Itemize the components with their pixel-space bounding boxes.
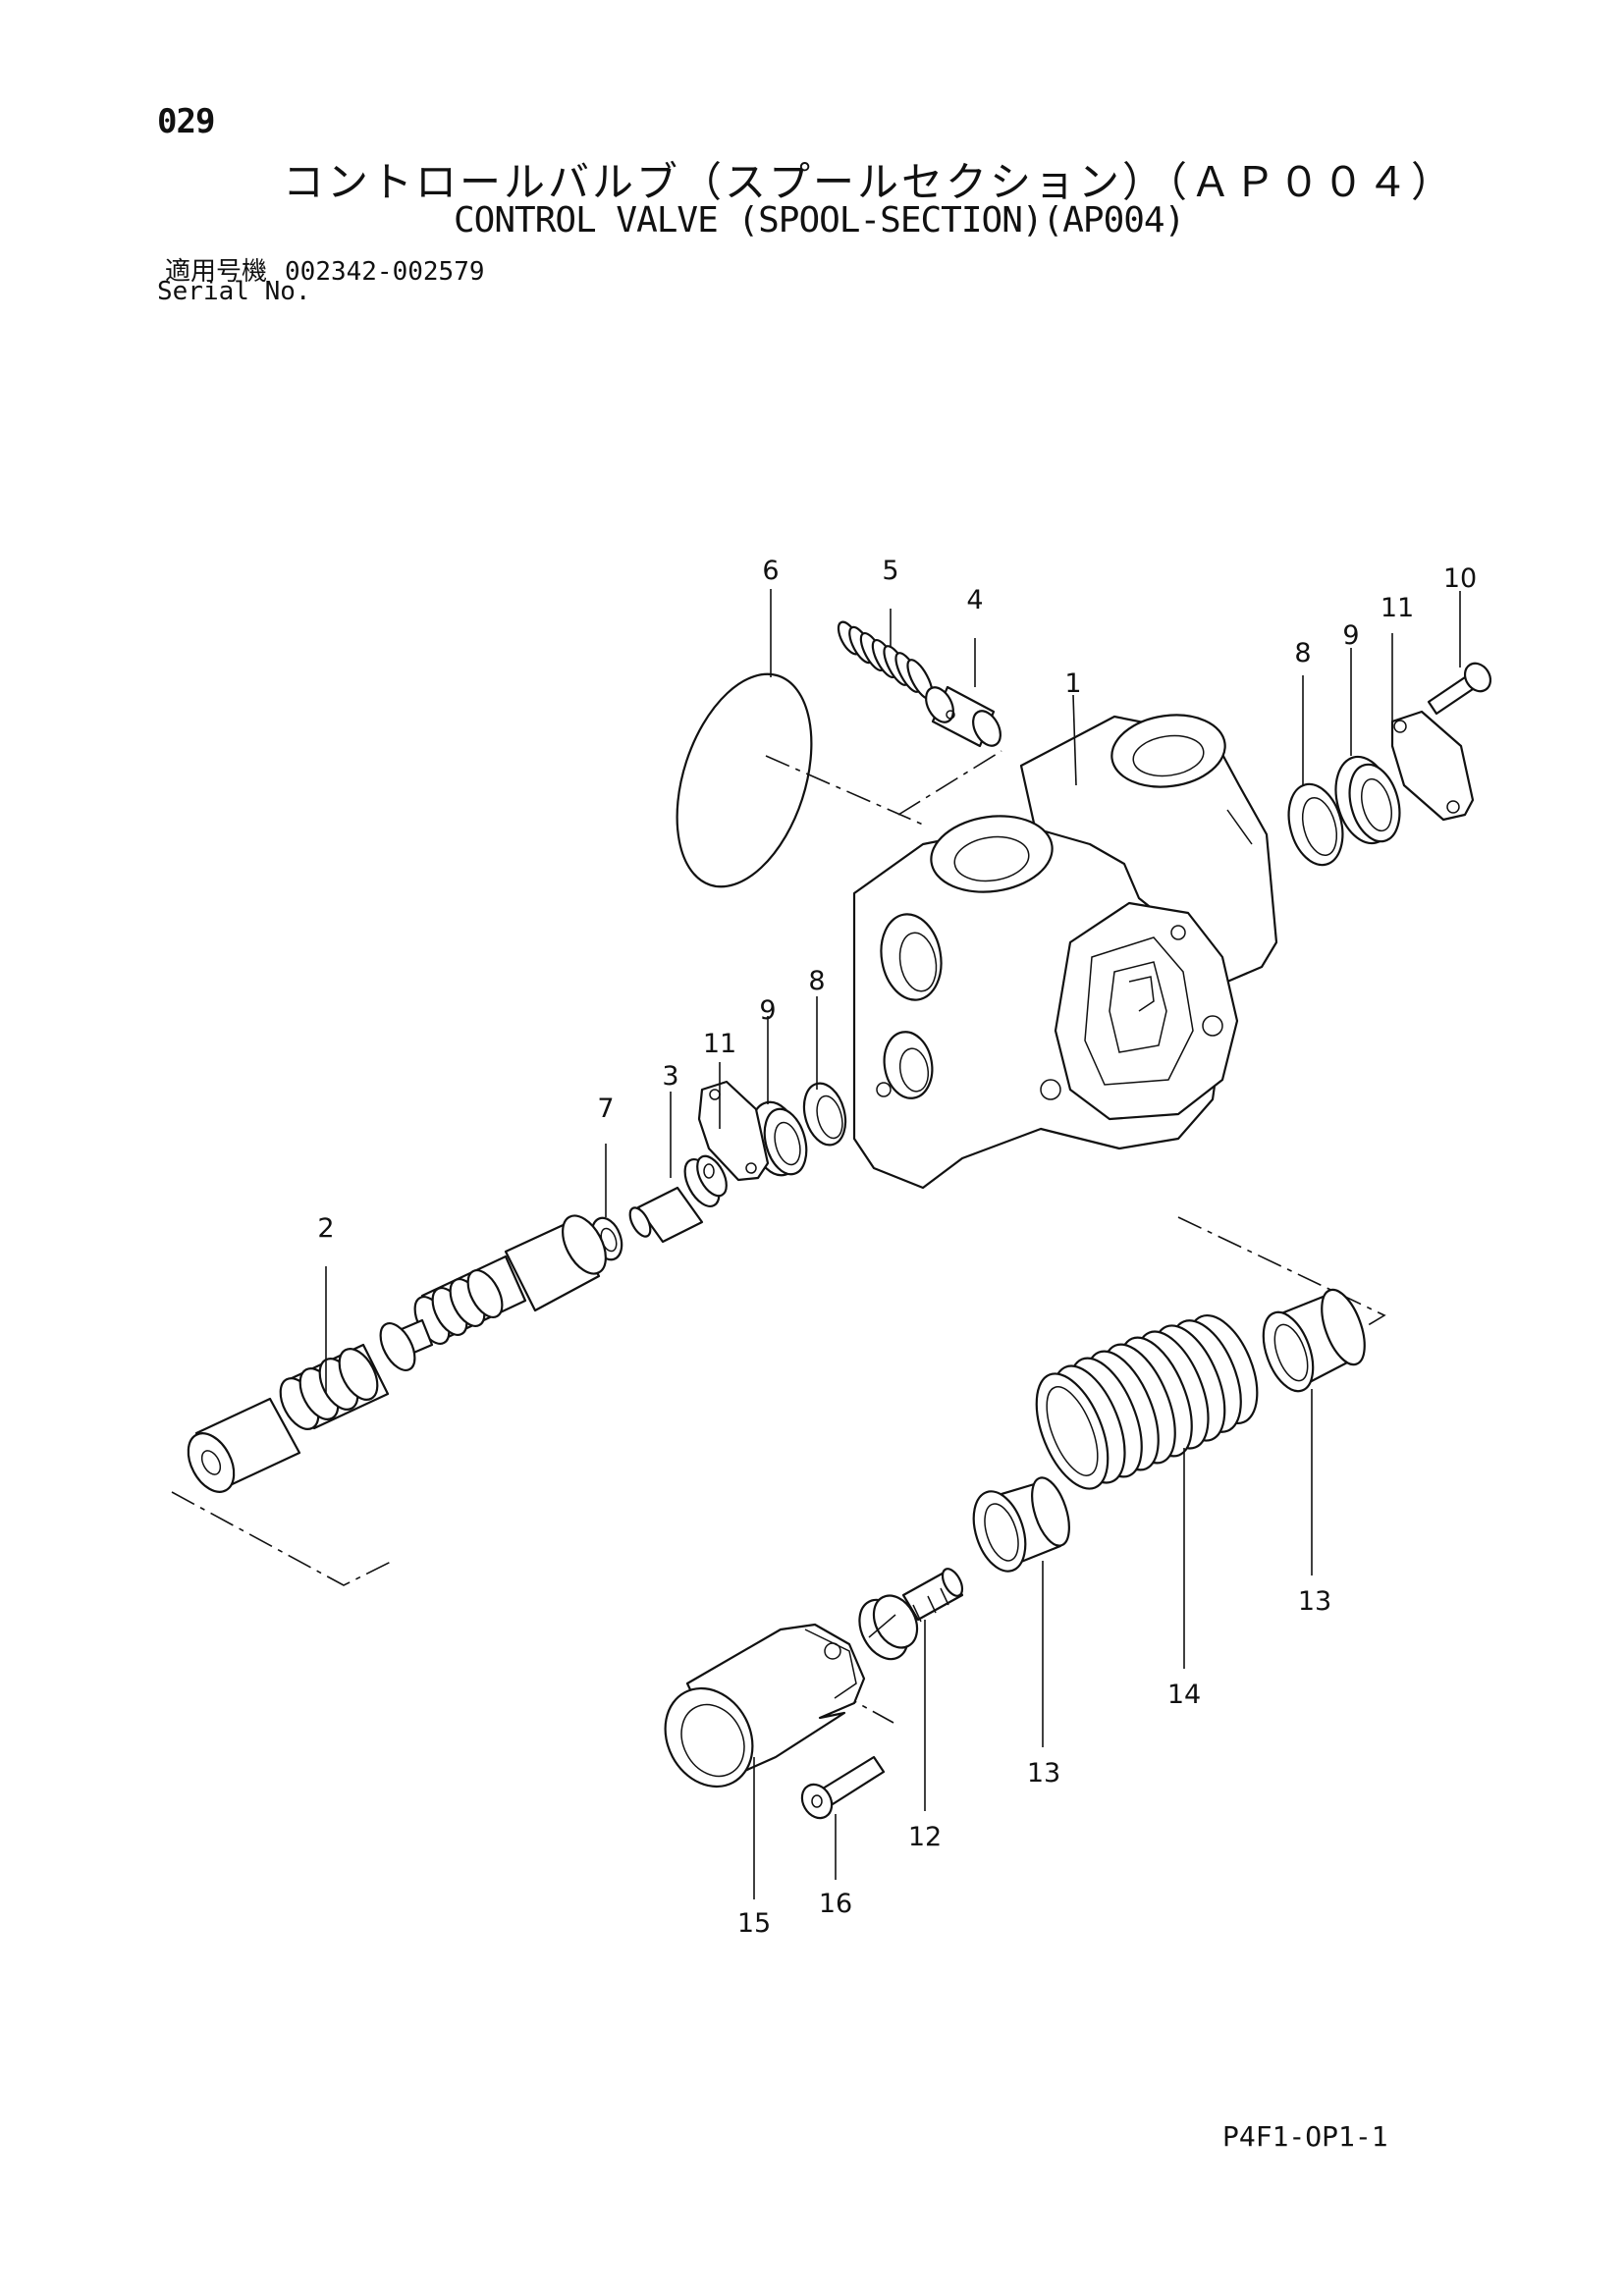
callout-11-front: 11 — [703, 1029, 736, 1059]
part-4-poppet — [925, 685, 1001, 748]
part-14-return-spring — [1035, 1313, 1259, 1490]
callout-13-right: 13 — [1298, 1586, 1331, 1617]
serial-label-en: Serial No. — [157, 277, 311, 306]
callout-16: 16 — [819, 1889, 852, 1919]
part-8-ring-rear — [1287, 782, 1344, 867]
callout-labels: 1 2 3 4 5 6 7 8 8 9 9 10 11 11 12 13 13 … — [317, 556, 1477, 1939]
part-1-valve-body — [852, 714, 1278, 1190]
serial-label-jp: 適用号機 — [165, 257, 268, 287]
serial-line-jp: 適用号機 002342-002579 — [165, 251, 485, 288]
part-16-screw — [800, 1755, 886, 1820]
part-10-screw — [1427, 662, 1492, 716]
part-13-seat-right — [1262, 1288, 1366, 1393]
page-title-jp: コントロールバルブ（スプールセクション）（ＡＰ００４） — [283, 158, 1456, 206]
part-3-plug — [628, 1154, 728, 1244]
part-8-ring-front — [802, 1082, 847, 1147]
callout-4: 4 — [966, 585, 983, 615]
callout-3: 3 — [662, 1061, 678, 1092]
part-13-seat-lower — [972, 1476, 1070, 1573]
leader-lines — [325, 589, 1461, 1899]
page-number: 029 — [157, 102, 215, 141]
callout-2: 2 — [317, 1213, 334, 1244]
page-title-en: CONTROL VALVE (SPOOL-SECTION)(AP004) — [454, 200, 1185, 240]
part-11-plate-rear — [1390, 710, 1475, 822]
callout-11-rear: 11 — [1380, 593, 1414, 623]
drawing-code: P4F1-OP1-1 — [1222, 2120, 1388, 2153]
callout-8-front: 8 — [808, 966, 825, 996]
callout-13-lower: 13 — [1027, 1758, 1060, 1789]
callout-9-rear: 9 — [1342, 620, 1359, 651]
callout-8-rear: 8 — [1294, 638, 1311, 668]
part-9-ring-rear — [1334, 755, 1401, 845]
serial-range: 002342-002579 — [285, 257, 485, 287]
part-15-cap — [664, 1623, 866, 1789]
callout-1: 1 — [1064, 668, 1081, 699]
callout-10: 10 — [1443, 563, 1477, 594]
part-11-plate-front — [697, 1080, 770, 1182]
part-12-stopper-bolt — [858, 1568, 964, 1661]
part-6-o-ring — [676, 672, 813, 888]
callout-5: 5 — [882, 556, 898, 586]
callout-7: 7 — [597, 1094, 614, 1124]
part-2-spool — [187, 1214, 607, 1493]
callout-12: 12 — [908, 1822, 942, 1852]
callout-9-front: 9 — [759, 995, 776, 1026]
callout-15: 15 — [737, 1908, 771, 1939]
callout-6: 6 — [762, 556, 779, 586]
part-5-spring — [837, 620, 934, 700]
callout-14: 14 — [1167, 1680, 1201, 1710]
